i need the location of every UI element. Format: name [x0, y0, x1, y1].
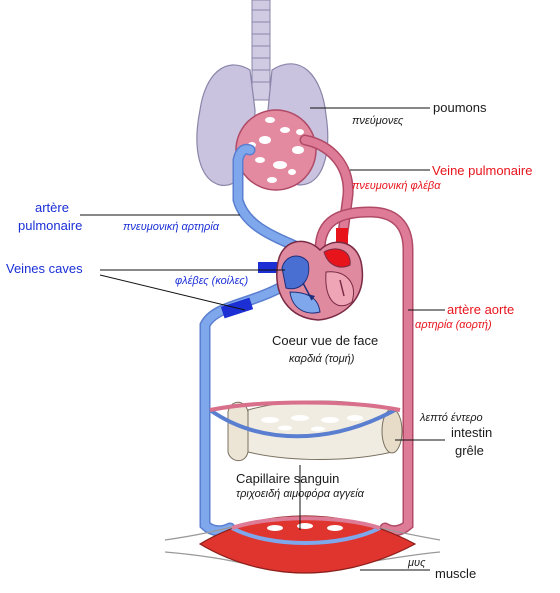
label-muscle-fr: muscle — [435, 566, 476, 581]
label-aorta-gr: αρτηρία (αορτή) — [415, 319, 492, 331]
label-intestine-fr-2: grêle — [455, 443, 484, 458]
left-atrium — [323, 248, 351, 268]
label-heart-gr: καρδιά (τομή) — [289, 353, 355, 365]
label-capillary-fr: Capillaire sanguin — [236, 471, 339, 486]
label-vena-cava-gr: φλέβες (κοίλες) — [175, 275, 249, 287]
label-pulmonary-vein-fr: Veine pulmonaire — [432, 163, 532, 178]
label-capillary-gr: τριχοειδή αιμοφόρα αγγεία — [236, 488, 365, 500]
label-aorta-fr: artère aorte — [447, 302, 514, 317]
small-intestine — [208, 400, 403, 462]
label-pulmonary-artery-gr: πνευμονική αρτηρία — [123, 221, 220, 233]
label-intestine-gr: λεπτό έντερο — [419, 412, 483, 424]
superior-vena-cava-dark — [258, 262, 284, 273]
label-muscle-gr: μυς — [407, 557, 426, 569]
muscle — [164, 515, 441, 574]
label-pulmonary-artery-fr-2: pulmonaire — [18, 218, 82, 233]
label-intestine-fr-1: intestin — [451, 425, 492, 440]
label-pulmonary-vein-gr: πνευμονική φλέβα — [352, 180, 441, 192]
leader-lines — [80, 107, 445, 571]
label-lungs-fr: poumons — [433, 100, 487, 115]
label-lungs-gr: πνεύμονες — [352, 115, 404, 127]
left-ventricle — [325, 271, 354, 307]
right-ventricle — [289, 291, 321, 314]
heart — [276, 240, 364, 321]
label-vena-cava-fr: Veines caves — [6, 261, 83, 276]
trachea — [251, 0, 271, 101]
label-pulmonary-artery-fr-1: artère — [35, 200, 69, 215]
pulmonary-capillary-network — [235, 109, 317, 191]
right-atrium — [281, 255, 310, 290]
label-heart-fr: Coeur vue de face — [272, 333, 378, 348]
